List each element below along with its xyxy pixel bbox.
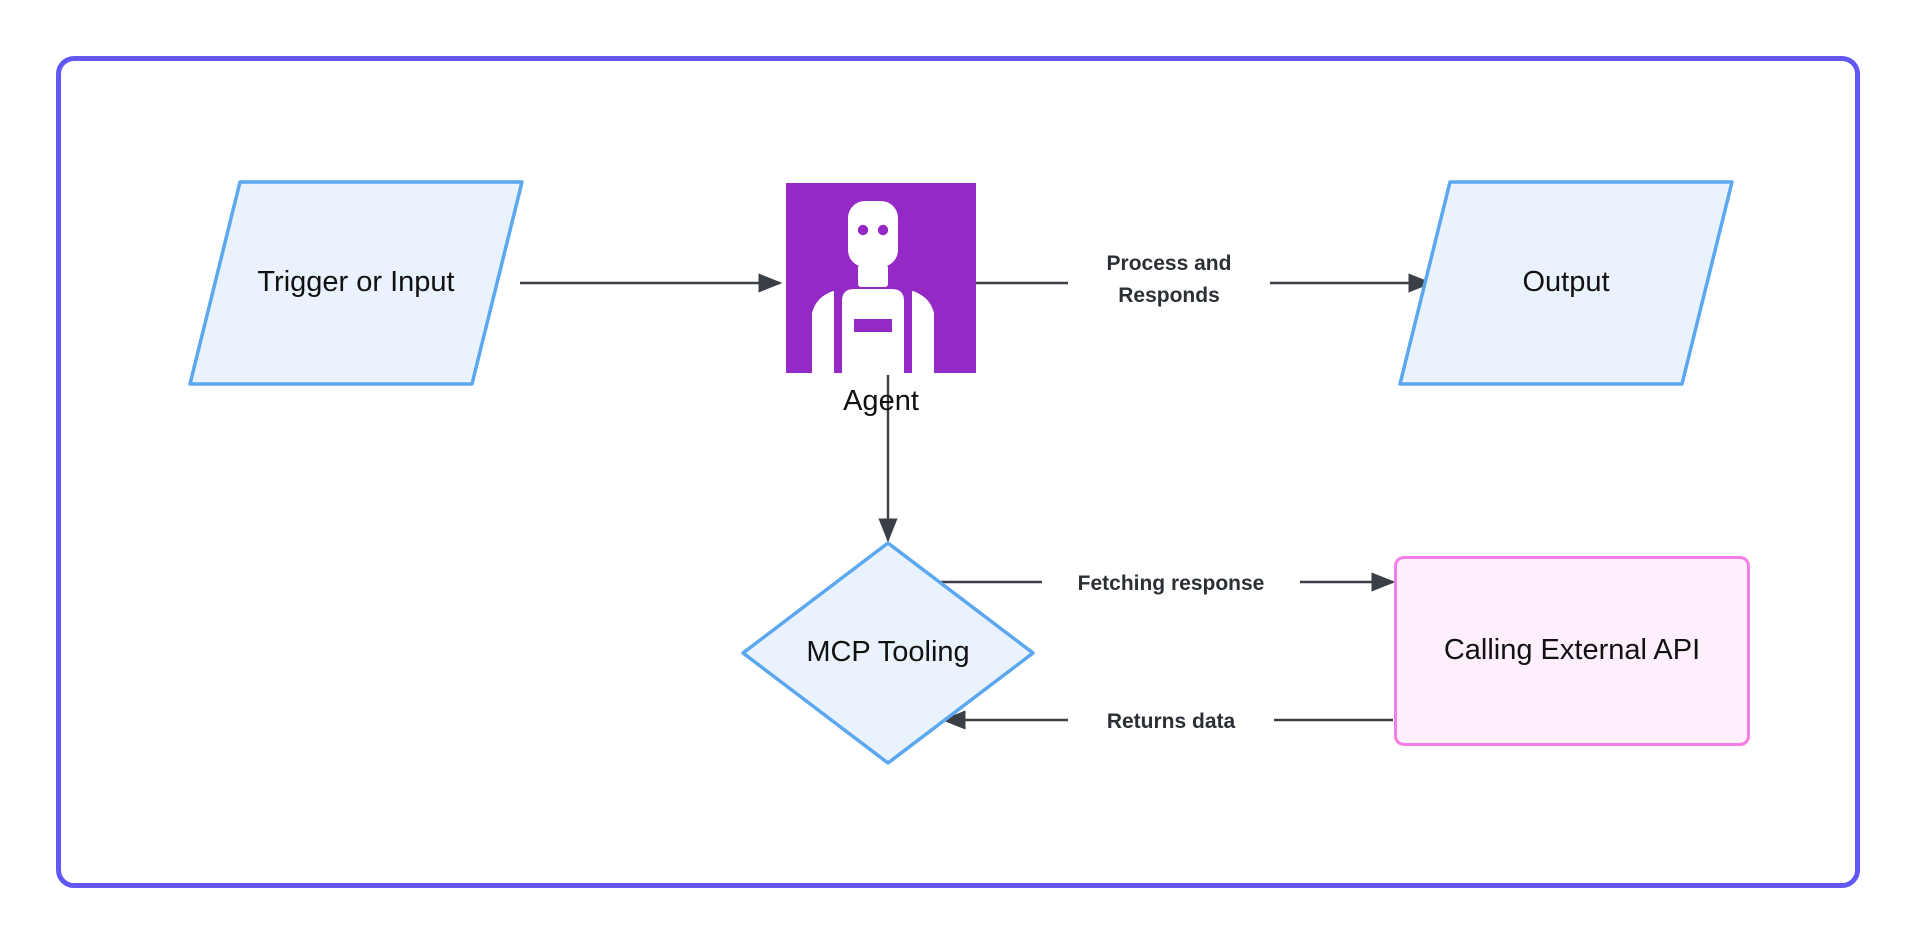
edge-label-line-2: Responds xyxy=(1118,283,1220,307)
node-agent-label: Agent xyxy=(843,385,919,417)
edge-label-fetching-response: Fetching response xyxy=(1042,568,1300,600)
node-output-label: Output xyxy=(1522,266,1610,299)
node-trigger-or-input[interactable]: Trigger or Input xyxy=(186,178,526,388)
node-external-api-label: Calling External API xyxy=(1443,634,1701,667)
node-agent[interactable] xyxy=(786,183,976,373)
edge-label-process-and-responds: Process and Responds xyxy=(1068,248,1270,311)
node-calling-external-api[interactable]: Calling External API xyxy=(1394,556,1750,746)
node-trigger-label: Trigger or Input xyxy=(257,266,455,299)
node-mcp-label: MCP Tooling xyxy=(806,636,970,669)
edge-label-line-1: Process and xyxy=(1106,252,1232,275)
node-output[interactable]: Output xyxy=(1396,178,1736,388)
node-mcp-tooling[interactable]: MCP Tooling xyxy=(738,538,1038,768)
robot-agent-icon xyxy=(812,201,934,373)
edge-label-returns-data: Returns data xyxy=(1068,706,1274,738)
